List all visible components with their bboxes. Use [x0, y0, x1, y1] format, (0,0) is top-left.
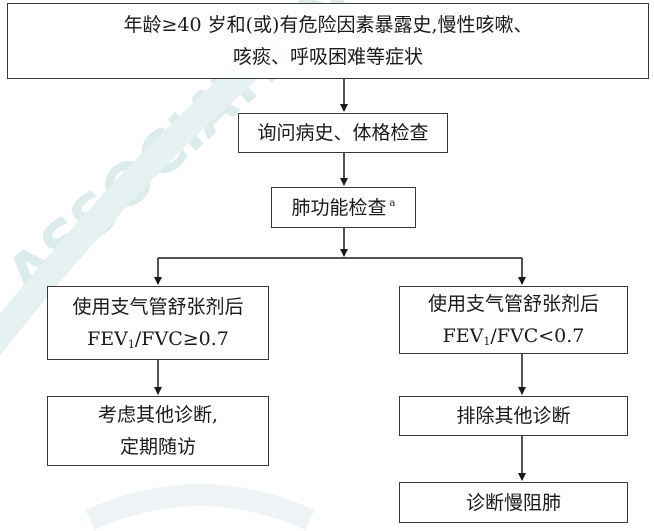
- left-result-ratio: FEV1/FVC≥0.7: [87, 328, 229, 351]
- exclude-box: 排除其他诊断: [399, 396, 628, 436]
- pft-text: 肺功能检查: [291, 196, 387, 219]
- history-text: 询问病史、体格检查: [257, 122, 429, 144]
- history-box: 询问病史、体格检查: [238, 113, 448, 153]
- start-box: 年龄≥40 岁和(或)有危险因素暴露史,慢性咳嗽、 咳痰、呼吸困难等症状: [7, 3, 649, 79]
- consider-line-1: 考虑其他诊断,: [97, 404, 219, 426]
- diagnose-box: 诊断慢阻肺: [399, 482, 628, 523]
- consider-box: 考虑其他诊断, 定期随访: [47, 396, 269, 466]
- consider-line-2: 定期随访: [119, 436, 196, 458]
- left-result-line-1: 使用支气管舒张剂后: [72, 296, 244, 318]
- right-result-ratio: FEV1/FVC<0.7: [442, 325, 585, 348]
- pft-note: a: [389, 197, 396, 209]
- exclude-text: 排除其他诊断: [456, 405, 571, 427]
- start-line-1: 年龄≥40 岁和(或)有危险因素暴露史,慢性咳嗽、: [123, 14, 533, 36]
- diagnose-text: 诊断慢阻肺: [465, 491, 561, 514]
- start-line-2: 咳痰、呼吸困难等症状: [232, 46, 423, 68]
- right-result-box: 使用支气管舒张剂后 FEV1/FVC<0.7: [399, 286, 628, 354]
- left-result-box: 使用支气管舒张剂后 FEV1/FVC≥0.7: [47, 286, 269, 360]
- right-result-line-1: 使用支气管舒张剂后: [427, 293, 599, 315]
